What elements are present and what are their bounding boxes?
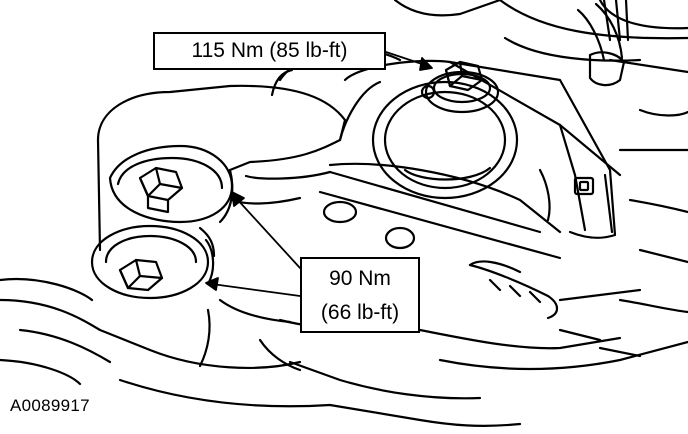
subframe xyxy=(0,200,688,427)
suspension-link-arm xyxy=(96,84,562,260)
leader-arrows xyxy=(205,51,433,297)
torque-callout-mount-bolt: 115 Nm (85 lb-ft) xyxy=(153,32,386,70)
torque-callout-link-bolts-line1: 90 Nm xyxy=(329,267,391,290)
engine-mount-bracket xyxy=(328,59,622,239)
lower-link-bolt xyxy=(118,258,164,292)
hose-clip xyxy=(576,0,630,87)
torque-callout-link-bolts: 90 Nm (66 lb-ft) xyxy=(300,257,420,333)
upper-link-bolt xyxy=(138,166,184,214)
torque-callout-link-bolts-line2: (66 lb-ft) xyxy=(320,301,400,324)
lower-bushing xyxy=(90,224,216,300)
mount-top-bolt xyxy=(420,60,500,114)
figure-id-label: A0089917 xyxy=(10,396,90,415)
